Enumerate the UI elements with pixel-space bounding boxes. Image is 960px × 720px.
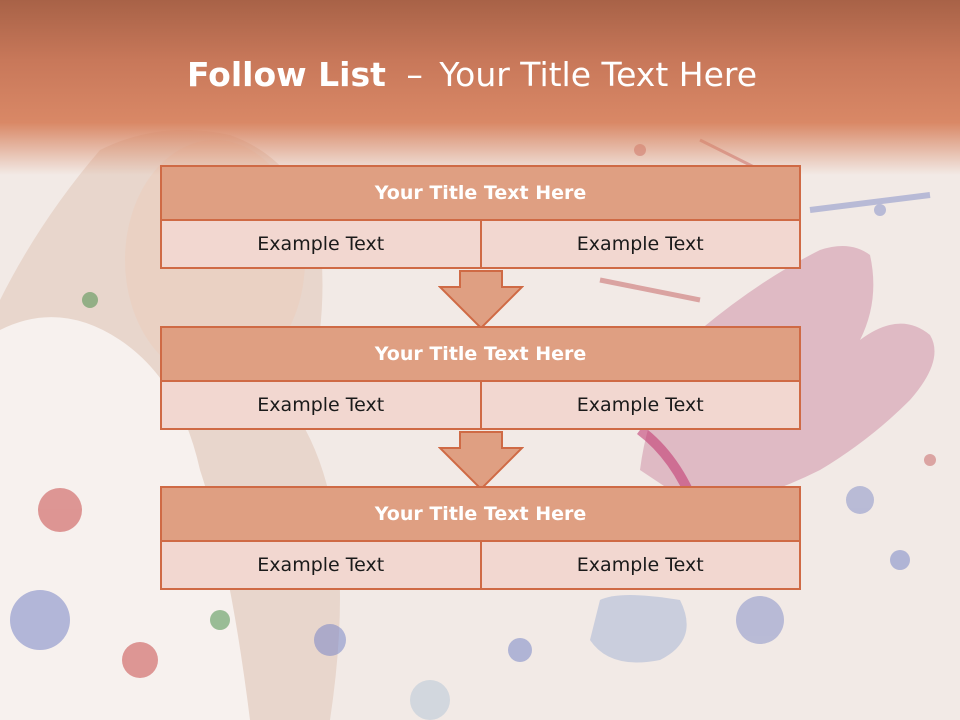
block-row: Example Text Example Text	[160, 540, 801, 590]
title-header-band	[0, 0, 960, 175]
list-block-3: Your Title Text Here Example Text Exampl…	[160, 486, 801, 590]
slide-title: Follow List – Your Title Text Here	[0, 52, 944, 98]
block-title: Your Title Text Here	[160, 165, 801, 221]
block-cell-right: Example Text	[479, 219, 801, 269]
block-cell-left: Example Text	[160, 380, 482, 430]
block-cell-left: Example Text	[160, 540, 482, 590]
down-arrow-icon	[438, 270, 524, 330]
slide-title-bold: Follow List	[186, 55, 386, 94]
list-block-2: Your Title Text Here Example Text Exampl…	[160, 326, 801, 430]
block-cell-left: Example Text	[160, 219, 482, 269]
list-block-1: Your Title Text Here Example Text Exampl…	[160, 165, 801, 269]
slide-title-rest: Your Title Text Here	[439, 55, 758, 94]
down-arrow-icon	[438, 431, 524, 491]
block-row: Example Text Example Text	[160, 219, 801, 269]
block-row: Example Text Example Text	[160, 380, 801, 430]
slide-title-dash: –	[406, 55, 423, 94]
block-cell-right: Example Text	[479, 380, 801, 430]
block-title: Your Title Text Here	[160, 486, 801, 542]
block-title: Your Title Text Here	[160, 326, 801, 382]
block-cell-right: Example Text	[479, 540, 801, 590]
